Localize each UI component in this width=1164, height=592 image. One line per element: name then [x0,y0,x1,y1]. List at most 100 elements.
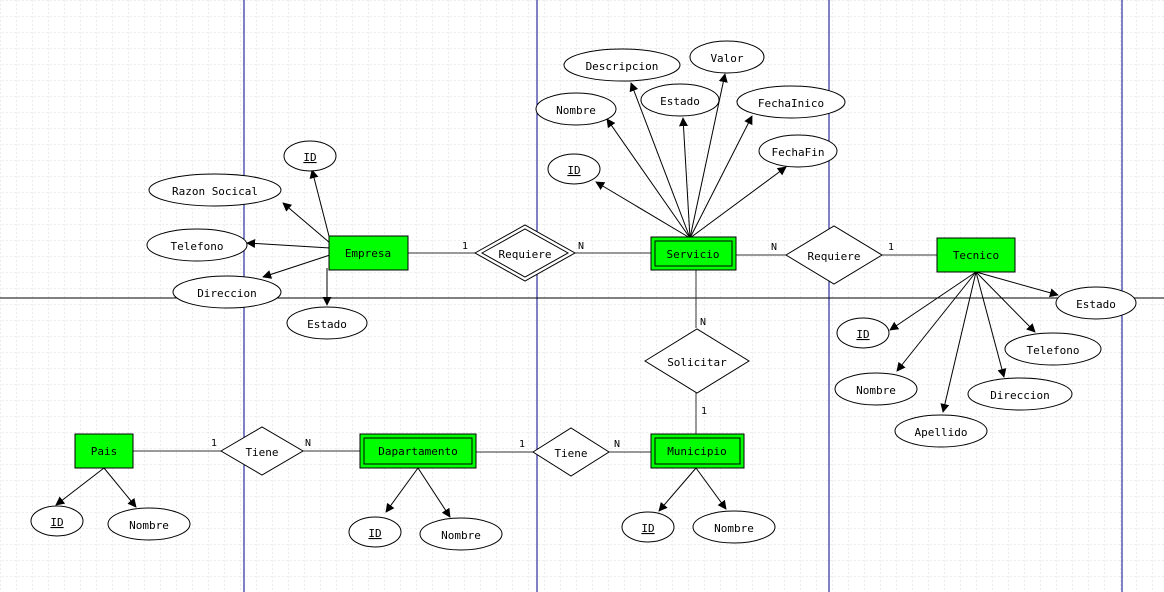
cardinality-label: 1 [519,439,525,450]
attribute-pais-nombre[interactable]: Nombre [107,507,191,541]
attribute-arrow [55,467,105,506]
cardinality-label: 1 [888,242,894,253]
entity-servicio[interactable]: Servicio [650,236,737,271]
attribute-arrow [658,467,697,512]
attribute-label: ID [641,522,654,535]
connections [133,252,937,453]
attribute-empresa-estado[interactable]: Estado [286,306,368,340]
attribute-arrow [385,467,419,513]
attribute-label: Apellido [915,426,968,439]
entity-tecnico[interactable]: Tecnico [936,237,1016,273]
attribute-arrow [689,166,787,239]
cardinality-label: N [614,439,620,450]
attribute-servicio-estado[interactable]: Estado [640,83,720,117]
entity-label: Municipio [667,445,727,458]
entity-label: Tecnico [953,249,999,262]
cardinality-labels: 1 N N 1 N 1 1 N 1 N [211,241,894,450]
attribute-arrow [695,467,727,510]
attribute-label: Telefono [171,240,224,253]
attribute-empresa-telefono[interactable]: Telefono [146,228,248,262]
attribute-servicio-fecha-inicio[interactable]: FechaInico [736,85,846,119]
cardinality-label: N [700,317,706,328]
attribute-empresa-direccion[interactable]: Direccion [172,275,282,309]
attribute-arrow [595,181,691,239]
attribute-label: Nombre [714,522,754,535]
attribute-tecnico-estado[interactable]: Estado [1055,286,1137,320]
attribute-servicio-nombre[interactable]: Nombre [535,92,617,126]
relationship-tiene-dapartamento-municipio[interactable]: Tiene [532,427,610,477]
attribute-tecnico-id[interactable]: ID [836,317,890,349]
attribute-arrows [55,73,1059,518]
attribute-municipio-id[interactable]: ID [621,511,675,543]
relationship-label: Tiene [554,447,587,460]
attribute-label: Telefono [1027,344,1080,357]
attribute-dapartamento-id[interactable]: ID [348,516,402,548]
relationship-label: Requiere [499,248,552,261]
entity-label: Empresa [345,247,391,260]
relationship-tiene-pais-dapartamento[interactable]: Tiene [220,426,304,476]
attribute-label: FechaFin [772,146,825,159]
cardinality-label: 1 [701,406,707,417]
relationship-requiere-empresa-servicio[interactable]: Requiere [473,224,577,282]
attribute-arrow [689,115,753,239]
attribute-arrow [246,238,331,249]
attribute-tecnico-nombre[interactable]: Nombre [834,372,918,406]
relationship-solicitar[interactable]: Solicitar [644,328,750,394]
attribute-arrow [309,169,331,241]
entity-label: Servicio [667,248,720,261]
attribute-arrow [606,118,691,239]
attribute-label: Nombre [856,384,896,397]
attribute-label: ID [50,516,63,529]
entity-dapartamento[interactable]: Dapartamento [359,433,477,469]
attribute-arrow [889,271,977,331]
attribute-municipio-nombre[interactable]: Nombre [692,510,776,544]
attribute-label: Nombre [129,519,169,532]
attribute-arrow [629,82,691,239]
attribute-servicio-fecha-fin[interactable]: FechaFin [758,134,838,168]
attribute-arrow [975,271,1059,298]
attribute-arrow [678,117,691,239]
attribute-label: Valor [710,52,743,65]
attribute-servicio-descripcion[interactable]: Descripcion [563,48,681,82]
attribute-label: Descripcion [586,60,659,73]
attribute-arrow [975,271,1007,378]
cardinality-label: 1 [462,241,468,252]
relationship-requiere-servicio-tecnico[interactable]: Requiere [785,225,883,285]
cardinality-label: 1 [211,438,217,449]
attribute-arrow [103,467,137,508]
cardinality-label: N [771,242,777,253]
attribute-tecnico-apellido[interactable]: Apellido [894,414,988,448]
attribute-label: Razon Socical [172,185,258,198]
attribute-arrow [262,254,331,279]
attribute-label: ID [303,151,316,164]
attribute-label: Estado [660,95,700,108]
relationship-label: Requiere [808,250,861,263]
attribute-dapartamento-nombre[interactable]: Nombre [419,517,503,551]
attribute-label: Direccion [990,389,1050,402]
attribute-label: Nombre [441,529,481,542]
cardinality-label: N [305,438,311,449]
attribute-label: ID [567,164,580,177]
attribute-tecnico-telefono[interactable]: Telefono [1004,332,1102,366]
attribute-empresa-id[interactable]: ID [283,140,337,172]
attribute-arrow [417,467,451,518]
attribute-arrow [896,271,977,372]
attribute-empresa-razon-social[interactable]: Razon Socical [148,173,282,207]
attribute-label: FechaInico [758,97,824,110]
attribute-servicio-valor[interactable]: Valor [689,40,765,74]
entity-empresa[interactable]: Empresa [328,235,409,271]
attribute-servicio-id[interactable]: ID [547,153,601,185]
relationship-label: Solicitar [667,356,727,369]
attribute-pais-id[interactable]: ID [30,505,84,537]
cardinality-label: N [578,241,584,252]
attribute-arrow [940,271,977,413]
attribute-tecnico-direccion[interactable]: Direccion [967,377,1073,411]
relationship-label: Tiene [245,446,278,459]
entity-pais[interactable]: Pais [74,433,134,469]
attribute-label: ID [368,527,381,540]
attribute-label: Estado [307,318,347,331]
entity-municipio[interactable]: Municipio [650,433,745,469]
attribute-arrow [282,202,331,244]
entity-label: Pais [91,445,118,458]
attribute-label: Nombre [556,104,596,117]
